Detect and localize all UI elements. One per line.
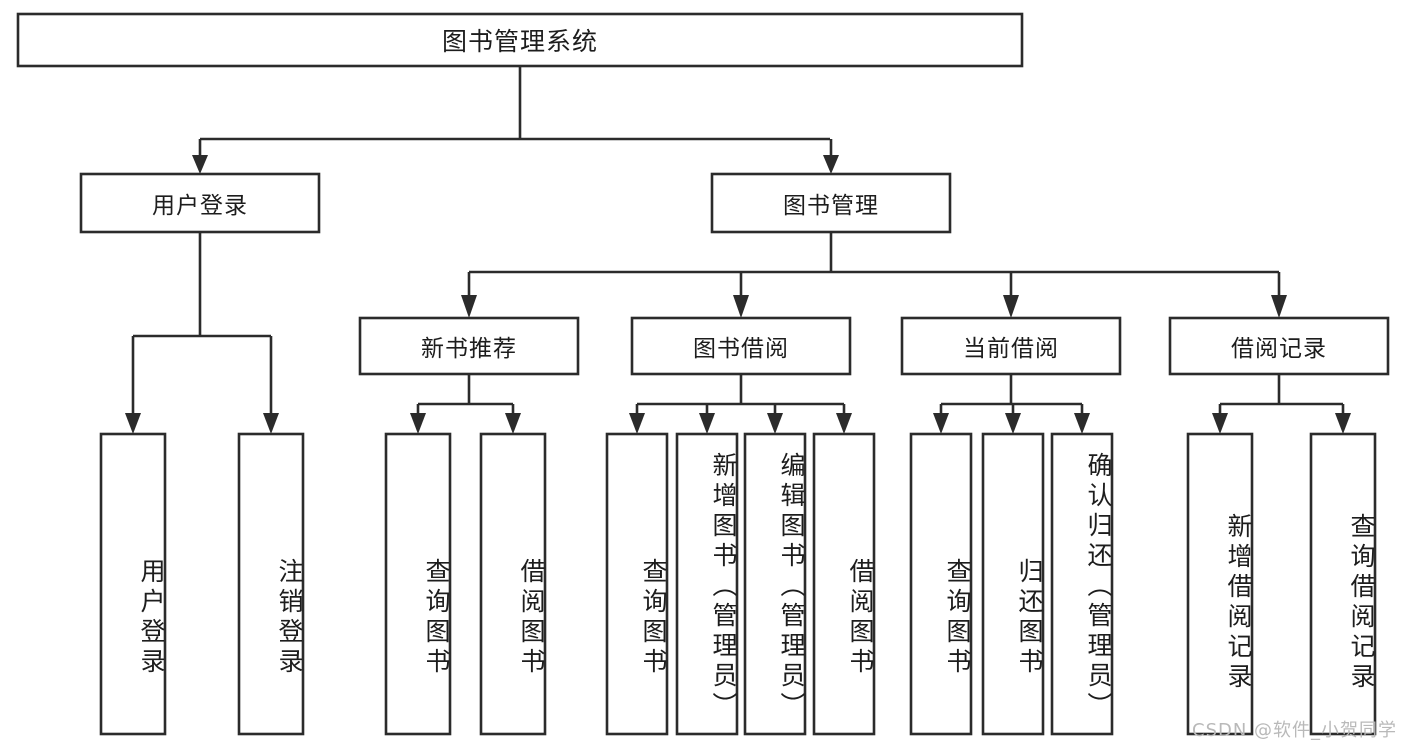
node-leaf-user-login-label: 用户登录: [137, 558, 166, 678]
node-borrow-record-label: 借阅记录: [1231, 336, 1327, 362]
node-user-login-label: 用户登录: [152, 193, 248, 219]
arrow-head-book-manage: [823, 155, 839, 174]
node-leaf-query-book-2-box[interactable]: [605, 432, 669, 736]
node-leaf-return-book-box[interactable]: [981, 432, 1045, 736]
node-leaf-borrow-book-1-label: 借阅图书: [517, 558, 546, 678]
node-current-borrow-box[interactable]: [900, 316, 1122, 376]
node-book-borrow-label: 图书借阅: [693, 336, 789, 362]
node-leaf-add-book-box[interactable]: [675, 432, 739, 736]
arrow-head-leaf-logout-login: [263, 413, 279, 434]
connector-borrow-record-to-leaves: [1212, 374, 1351, 434]
connector-book-borrow-to-leaves: [629, 374, 852, 434]
node-leaf-borrow-book-2-box[interactable]: [812, 432, 876, 736]
arrow-head-leaf-edit-book: [767, 413, 783, 434]
node-leaf-query-record-label: 查询借阅记录: [1347, 513, 1376, 693]
node-leaf-query-book-1-box[interactable]: [384, 432, 452, 736]
node-root-box[interactable]: [16, 12, 1024, 68]
connector-book-manage-to-level3: [461, 232, 1287, 318]
arrow-head-new-book-recommend: [461, 295, 477, 318]
arrow-head-user-login: [192, 155, 208, 174]
arrow-head-leaf-add-book: [699, 413, 715, 434]
connector-root-to-level2: [192, 66, 839, 174]
node-leaf-add-record-box[interactable]: [1186, 432, 1254, 736]
arrow-head-leaf-borrow-book-1: [505, 413, 521, 434]
node-leaf-borrow-book-2-label: 借阅图书: [846, 558, 875, 678]
node-leaf-query-book-3-box[interactable]: [909, 432, 973, 736]
node-leaf-confirm-return-label: 确认归还（管理员）: [1084, 452, 1113, 722]
arrow-head-leaf-confirm-return: [1074, 413, 1090, 434]
node-leaf-return-book-label: 归还图书: [1015, 558, 1044, 678]
arrow-head-leaf-borrow-book-2: [836, 413, 852, 434]
node-leaf-edit-book-label: 编辑图书（管理员）: [777, 452, 806, 722]
node-leaf-borrow-book-1-box[interactable]: [479, 432, 547, 736]
node-leaf-confirm-return-box[interactable]: [1050, 432, 1114, 736]
arrow-head-leaf-add-record: [1212, 413, 1228, 434]
arrow-head-leaf-query-book-1: [410, 413, 426, 434]
node-leaf-logout-login-box[interactable]: [237, 432, 305, 736]
node-leaf-add-record-label: 新增借阅记录: [1224, 513, 1253, 693]
arrow-head-book-borrow: [733, 295, 749, 318]
arrow-head-leaf-query-book-2: [629, 413, 645, 434]
node-new-book-recommend-box[interactable]: [358, 316, 580, 376]
node-leaf-user-login-box[interactable]: [99, 432, 167, 736]
arrow-head-current-borrow: [1003, 295, 1019, 318]
node-leaf-query-record-box[interactable]: [1309, 432, 1377, 736]
connector-current-borrow-to-leaves: [933, 374, 1090, 434]
node-new-book-recommend-label: 新书推荐: [421, 336, 517, 362]
connector-user-login-to-leaves: [125, 232, 279, 434]
arrow-head-leaf-return-book: [1005, 413, 1021, 434]
node-leaf-query-book-3-label: 查询图书: [943, 558, 972, 678]
node-current-borrow-label: 当前借阅: [963, 336, 1059, 362]
node-leaf-query-book-2-label: 查询图书: [639, 558, 668, 678]
arrow-head-leaf-user-login: [125, 413, 141, 434]
node-leaf-logout-login-label: 注销登录: [275, 558, 304, 678]
arrow-head-leaf-query-book-3: [933, 413, 949, 434]
node-leaf-query-book-1-label: 查询图书: [422, 558, 451, 678]
connector-new-book-recommend-to-leaves: [410, 374, 521, 434]
arrow-head-leaf-query-record: [1335, 413, 1351, 434]
node-root-label: 图书管理系统: [441, 27, 598, 56]
node-book-manage-label: 图书管理: [783, 193, 879, 219]
node-leaf-add-book-label: 新增图书（管理员）: [709, 452, 738, 722]
arrow-head-borrow-record: [1271, 295, 1287, 318]
node-user-login-box[interactable]: [79, 172, 321, 234]
